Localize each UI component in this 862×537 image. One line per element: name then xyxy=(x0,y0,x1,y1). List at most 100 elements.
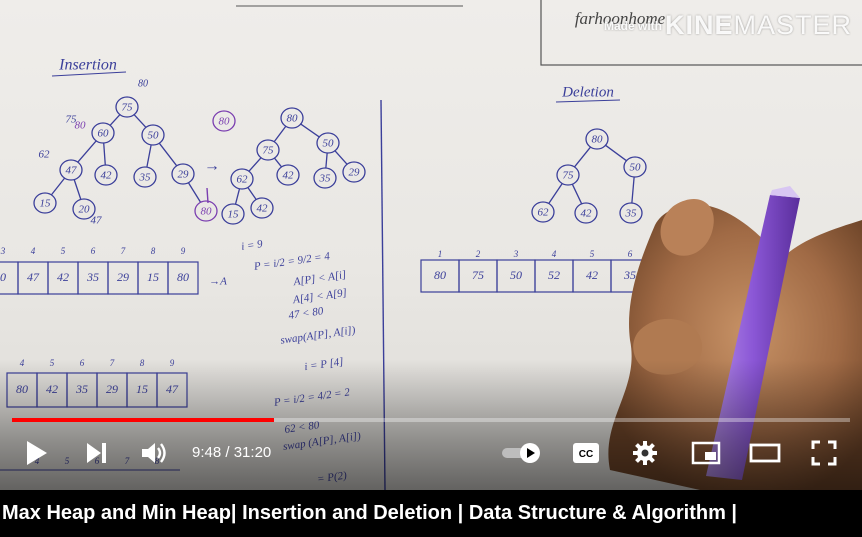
insert-tree-after-edge xyxy=(248,157,262,172)
progress-bar[interactable] xyxy=(12,418,850,422)
deletion-tree-node-label: 50 xyxy=(630,162,642,174)
insert-tree-before-node-label: 35 xyxy=(139,172,152,184)
watermark-brand-rest: MASTER xyxy=(733,10,853,40)
fullscreen-button[interactable] xyxy=(808,437,840,469)
board-top-right-box xyxy=(540,0,862,66)
deletion-array-value: 52 xyxy=(548,268,560,282)
insertion-underline xyxy=(51,71,127,77)
insert-tree-after-edge xyxy=(325,152,328,169)
deletion-array-value: 80 xyxy=(434,268,446,282)
deletion-array-value: 35 xyxy=(623,268,636,282)
deletion-tree-edge xyxy=(571,183,583,205)
miniplayer-icon xyxy=(691,441,721,465)
theater-mode-button[interactable] xyxy=(747,438,783,468)
insert-tree-before-node-label: 75 xyxy=(122,102,134,114)
insert-tree-before-edge xyxy=(50,177,66,196)
insert-tree-after-node-label: 42 xyxy=(257,203,269,215)
insert-tree-after-node-circle xyxy=(230,168,254,190)
insert-tree-before-node-circle xyxy=(94,164,118,186)
deletion-array-index: 6 xyxy=(628,249,633,259)
insert-tree-after-edge xyxy=(234,188,241,205)
insert-tree-before-edge xyxy=(158,142,178,167)
insert-tree-after-node-label: 35 xyxy=(319,173,332,185)
video-title[interactable]: Max Heap and Min Heap| Insertion and Del… xyxy=(0,490,862,537)
next-button[interactable] xyxy=(80,437,112,469)
settings-icon xyxy=(633,441,657,465)
controls-gradient xyxy=(0,360,862,490)
insert-tree-after-edge xyxy=(247,186,257,201)
play-button[interactable] xyxy=(20,437,52,469)
insert-tree-before-edge xyxy=(103,142,106,166)
duration: 31:20 xyxy=(233,444,272,461)
deletion-tree-edge xyxy=(604,144,628,162)
watermark-brand-bold: KINE xyxy=(665,10,734,40)
deletion-tree-node-label: 42 xyxy=(581,208,593,220)
array-top-index: 4 xyxy=(31,246,36,256)
insert-arrow xyxy=(206,187,209,204)
side-note: 75 xyxy=(66,114,78,126)
deletion-tree-node-label: 62 xyxy=(538,207,550,219)
deletion-array-index: 5 xyxy=(590,249,595,259)
derivation-note: P = i/2 = 9/2 = 4 xyxy=(252,250,331,273)
deletion-tree-edge xyxy=(631,176,635,204)
deletion-tree-edge xyxy=(548,182,563,205)
insert-tree-after-node-circle xyxy=(276,164,300,186)
array-top-cell xyxy=(167,261,199,295)
derivation-note: A[4] < A[9] xyxy=(291,287,347,307)
insert-tree-after-node-label: 62 xyxy=(237,174,249,186)
deletion-tree-node-label: 35 xyxy=(625,208,638,220)
side-note: 47 xyxy=(91,215,103,227)
array-top-value: 0 xyxy=(0,270,6,284)
array-top-index: 8 xyxy=(151,246,156,256)
captions-button[interactable]: CC xyxy=(569,438,603,468)
volume-button[interactable] xyxy=(138,437,170,469)
derivation-note: A[P] < A[i] xyxy=(292,269,347,288)
insert-tree-before-edge xyxy=(146,144,152,168)
deletion-array-index: 4 xyxy=(552,249,557,259)
insert-tree-after-node-circle xyxy=(280,107,304,129)
derivation-note: i = 9 xyxy=(240,238,263,253)
deletion-tree-node-circle xyxy=(556,164,580,186)
side-note: 80 xyxy=(138,78,148,89)
insert-tree-before-node-circle xyxy=(194,200,218,222)
deletion-underline xyxy=(555,99,621,103)
insert-tree-before-node-circle xyxy=(141,124,165,146)
watermark-made-with: Made with xyxy=(604,18,663,33)
play-icon xyxy=(27,441,47,465)
insert-tree-after-node-label: 75 xyxy=(263,145,275,157)
insert-tree-after-node-label: 50 xyxy=(323,138,335,150)
deletion-array-index: 2 xyxy=(476,249,481,259)
insert-tree-after-node-label: 29 xyxy=(349,167,361,179)
settings-button[interactable] xyxy=(629,437,661,469)
miniplayer-button[interactable] xyxy=(689,438,723,468)
array-top-value: 80 xyxy=(177,270,189,284)
array-top-value: 15 xyxy=(147,270,159,284)
deletion-array-index: 1 xyxy=(438,249,443,259)
deletion-tree-node-circle xyxy=(623,156,647,178)
insert-tree-after-node-circle xyxy=(250,197,274,219)
insert-value-label: 80 xyxy=(219,116,231,128)
insert-tree-before-edge xyxy=(109,113,121,127)
insert-tree-after-node-label: 15 xyxy=(228,209,240,221)
theater-icon xyxy=(749,443,781,463)
insert-tree-after-edge xyxy=(273,157,283,168)
insert-tree-after-node-circle xyxy=(316,132,340,154)
deletion-array-value: 42 xyxy=(586,268,598,282)
array-top-index: 9 xyxy=(181,246,186,256)
array-top-value: 35 xyxy=(86,270,99,284)
autoplay-toggle-icon xyxy=(502,443,540,463)
deletion-array-value: 75 xyxy=(472,268,484,282)
insert-tree-before-node-label: 42 xyxy=(101,170,113,182)
insert-tree-before-node-label: 15 xyxy=(40,198,52,210)
progress-played xyxy=(12,418,275,422)
insert-tree-before-node-circle xyxy=(171,163,195,185)
insert-tree-before-node-label: 50 xyxy=(148,130,160,142)
insert-tree-before-node-circle xyxy=(59,159,83,181)
tree-arrow: → xyxy=(204,158,220,175)
array-top-index: 7 xyxy=(121,246,126,256)
insert-tree-before-edge xyxy=(73,179,82,200)
autoplay-toggle[interactable] xyxy=(500,441,544,465)
fullscreen-icon xyxy=(811,440,837,466)
